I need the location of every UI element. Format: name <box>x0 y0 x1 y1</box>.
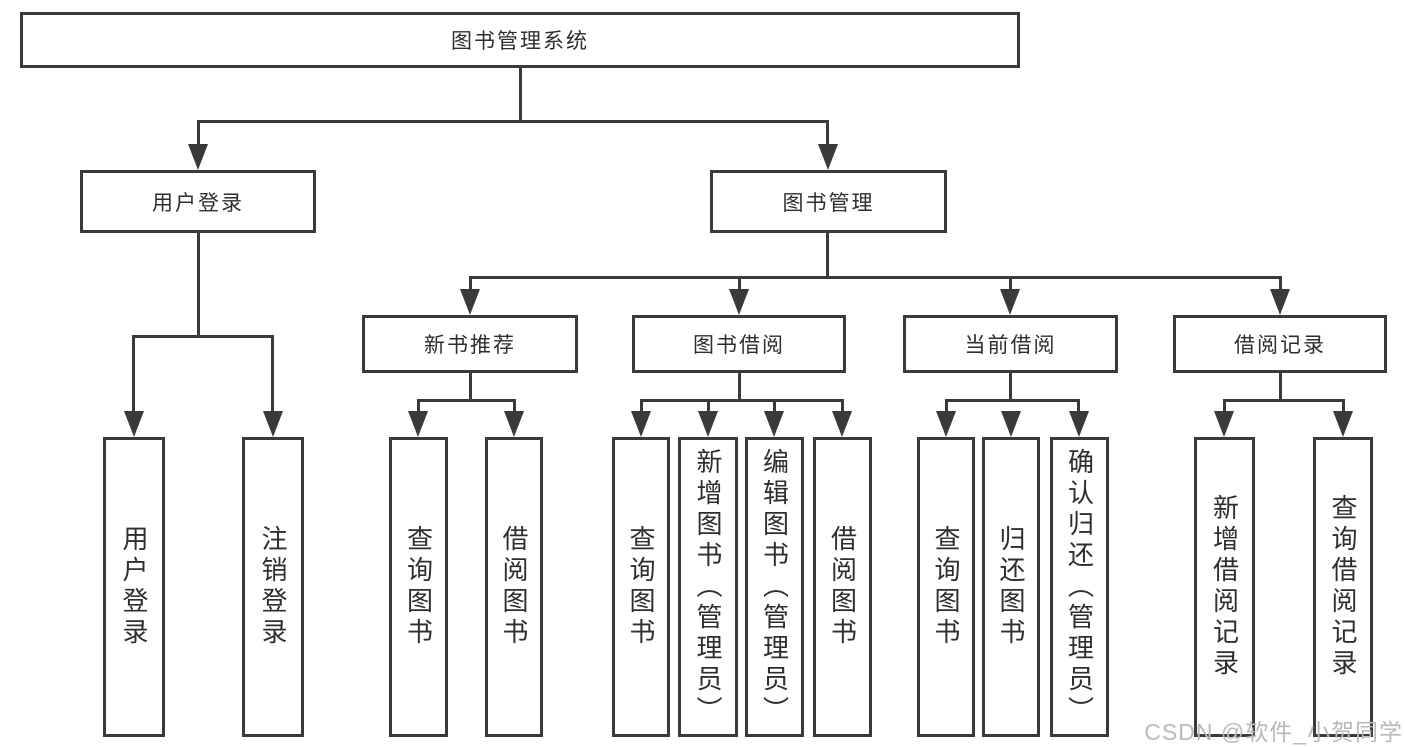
leaf-logout: 注销登录 <box>242 437 304 737</box>
connector-line <box>1223 399 1345 402</box>
leaf-return-book: 归还图书 <box>982 437 1040 737</box>
arrow-down-icon <box>764 411 784 437</box>
connector-line <box>197 120 829 123</box>
arrow-down-icon <box>1333 411 1353 437</box>
connector-line <box>417 399 420 415</box>
node-root-label: 图书管理系统 <box>451 30 589 53</box>
arrow-down-icon <box>936 411 956 437</box>
connector-line <box>132 335 274 338</box>
leaf-query-borrow-record-label: 查询借阅记录 <box>1328 494 1358 680</box>
connector-line <box>271 335 274 415</box>
node-book-borrow: 图书借阅 <box>632 315 846 373</box>
leaf-query-book-borrow: 查询图书 <box>612 437 670 737</box>
arrow-down-icon <box>504 411 524 437</box>
connector-line <box>773 399 776 415</box>
leaf-query-book-borrow-label: 查询图书 <box>626 525 656 649</box>
node-user-login-label: 用户登录 <box>152 191 244 215</box>
arrow-down-icon <box>263 411 283 437</box>
node-book-management-label: 图书管理 <box>782 191 875 215</box>
connector-line <box>1077 399 1080 415</box>
leaf-logout-label: 注销登录 <box>258 525 288 649</box>
leaf-add-book-admin: 新增图书（管理员） <box>678 437 738 737</box>
connector-line <box>1009 276 1012 293</box>
arrow-down-icon <box>188 144 208 170</box>
connector-line <box>945 399 948 415</box>
leaf-user-login: 用户登录 <box>103 437 165 737</box>
leaf-add-borrow-record: 新增借阅记录 <box>1194 437 1255 737</box>
leaf-query-book-current-label: 查询图书 <box>931 525 961 649</box>
arrow-down-icon <box>832 411 852 437</box>
node-new-book-recommend: 新书推荐 <box>362 315 578 373</box>
leaf-query-borrow-record: 查询借阅记录 <box>1313 437 1373 737</box>
arrow-down-icon <box>1001 411 1021 437</box>
connector-line <box>707 399 710 415</box>
connector-line <box>945 399 1080 402</box>
leaf-borrow-book-recommend: 借阅图书 <box>485 437 543 737</box>
connector-line <box>1342 399 1345 415</box>
leaf-user-login-label: 用户登录 <box>119 525 149 649</box>
arrow-down-icon <box>1214 411 1234 437</box>
node-current-borrow-label: 当前借阅 <box>964 334 1057 357</box>
arrow-down-icon <box>1270 289 1290 315</box>
node-user-login: 用户登录 <box>80 170 316 233</box>
arrow-down-icon <box>124 411 144 437</box>
watermark: CSDN @软件_小贺同学 <box>1144 719 1403 745</box>
connector-line <box>197 233 200 338</box>
connector-line <box>513 399 516 415</box>
node-root: 图书管理系统 <box>20 12 1020 68</box>
connector-line <box>738 276 741 293</box>
connector-line <box>640 399 643 415</box>
node-book-management: 图书管理 <box>710 170 947 233</box>
connector-line <box>640 399 843 402</box>
connector-line <box>841 399 844 415</box>
leaf-edit-book-admin-label: 编辑图书（管理员） <box>759 447 790 727</box>
arrow-down-icon <box>631 411 651 437</box>
node-new-book-recommend-label: 新书推荐 <box>424 334 516 357</box>
leaf-confirm-return-admin-label: 确认归还（管理员） <box>1064 447 1095 727</box>
arrow-down-icon <box>1000 289 1020 315</box>
node-book-borrow-label: 图书借阅 <box>693 334 785 357</box>
arrow-down-icon <box>818 144 838 170</box>
arrow-down-icon <box>698 411 718 437</box>
connector-line <box>826 120 829 148</box>
arrow-down-icon <box>1069 411 1089 437</box>
node-borrow-record: 借阅记录 <box>1173 315 1387 373</box>
connector-line <box>197 120 200 148</box>
connector-line <box>469 373 472 402</box>
leaf-borrow-book: 借阅图书 <box>813 437 872 737</box>
connector-line <box>519 67 522 122</box>
connector-line <box>1009 373 1012 402</box>
arrow-down-icon <box>729 289 749 315</box>
connector-line <box>826 233 829 278</box>
leaf-return-book-label: 归还图书 <box>996 525 1026 649</box>
connector-line <box>417 399 516 402</box>
leaf-edit-book-admin: 编辑图书（管理员） <box>745 437 804 737</box>
connector-line <box>469 276 1281 279</box>
leaf-borrow-book-label: 借阅图书 <box>827 525 858 649</box>
leaf-query-book-current: 查询图书 <box>917 437 975 737</box>
connector-line <box>738 373 741 402</box>
leaf-add-borrow-record-label: 新增借阅记录 <box>1209 494 1240 680</box>
connector-line <box>469 276 472 293</box>
connector-line <box>1279 276 1282 293</box>
arrow-down-icon <box>460 289 480 315</box>
arrow-down-icon <box>408 411 428 437</box>
connector-line <box>1279 373 1282 402</box>
leaf-add-book-admin-label: 新增图书（管理员） <box>693 447 723 727</box>
leaf-query-book-recommend-label: 查询图书 <box>403 525 434 649</box>
leaf-query-book-recommend: 查询图书 <box>389 437 448 737</box>
leaf-confirm-return-admin: 确认归还（管理员） <box>1050 437 1109 737</box>
connector-line <box>132 335 135 415</box>
leaf-borrow-book-recommend-label: 借阅图书 <box>499 525 529 649</box>
node-borrow-record-label: 借阅记录 <box>1234 334 1326 357</box>
connector-line <box>1223 399 1226 415</box>
node-current-borrow: 当前借阅 <box>903 315 1118 373</box>
